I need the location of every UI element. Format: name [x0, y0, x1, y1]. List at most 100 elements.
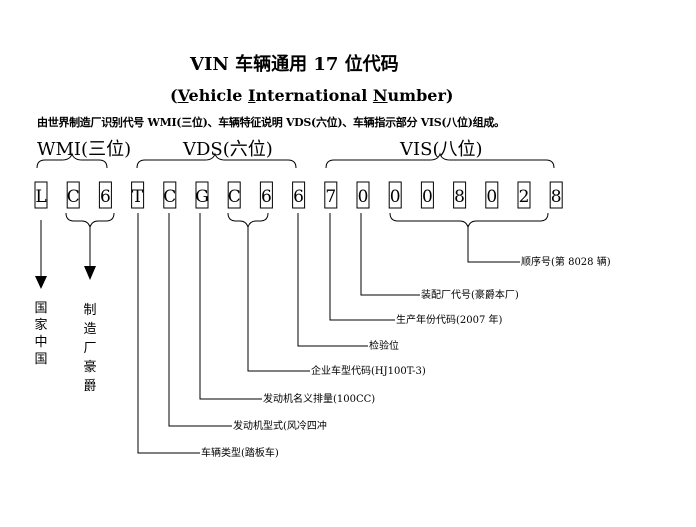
- vin-char-box: [292, 181, 306, 209]
- subtitle-word-vehicle: ehicle: [188, 86, 248, 105]
- callout-model-year: 生产年份代码(2007 年): [396, 313, 503, 326]
- vin-char-box: [227, 181, 241, 209]
- line-model-year: [329, 213, 395, 321]
- vin-char-9: 6: [292, 181, 306, 209]
- group-label-vis: VIS(八位): [400, 139, 483, 160]
- callout-model-code: 企业车型代码(HJ100T-3): [311, 364, 426, 377]
- vin-char-10: 7: [324, 181, 338, 209]
- vin-char-text: 0: [358, 187, 369, 207]
- description: 由世界制造厂识别代号 WMI(三位)、车辆特征说明 VDS(六位)、车辆指示部分…: [37, 116, 505, 129]
- line-check-digit: [297, 213, 368, 347]
- vin-char-7: C: [227, 181, 241, 209]
- subtitle-close-paren: ): [445, 86, 454, 105]
- subtitle-open-paren: (: [170, 86, 178, 105]
- vin-char-box: [34, 181, 48, 209]
- line-assembly-plant: [360, 213, 420, 296]
- vin-char-text: 6: [100, 187, 111, 207]
- callout-vehicle-type: 车辆类型(踏板车): [201, 446, 279, 459]
- vlabel-manufacturer-char: 豪: [83, 359, 96, 375]
- vlabel-country-char: 中: [34, 335, 47, 350]
- line-engine-type: [168, 213, 232, 427]
- vin-char-text: 0: [390, 187, 401, 207]
- arrowhead-country: [35, 276, 47, 289]
- vlabel-country-char: 国: [34, 352, 47, 367]
- vlabel-country-char: 家: [34, 317, 47, 333]
- vin-char-box: [66, 181, 80, 209]
- vin-char-text: 0: [422, 187, 433, 207]
- vin-char-3: 6: [98, 181, 112, 209]
- vin-char-12: 0: [388, 181, 402, 209]
- brace-vds: [136, 152, 297, 169]
- vin-char-text: T: [132, 187, 144, 207]
- group-label-vds: VDS(六位): [183, 139, 273, 160]
- vin-char-text: 8: [454, 187, 465, 207]
- callout-sequence: 顺序号(第 8028 辆): [521, 255, 611, 268]
- vin-char-text: L: [35, 187, 46, 207]
- vin-char-text: 8: [551, 187, 562, 207]
- vin-char-box: [356, 181, 370, 209]
- diagram-subtitle: (Vehicle International Number): [170, 86, 453, 105]
- vin-char-box: [420, 181, 434, 209]
- subtitle-initial-i: I: [248, 86, 256, 105]
- vin-char-box: [324, 181, 338, 209]
- vin-char-text: C: [163, 187, 176, 207]
- vin-char-5: C: [163, 181, 177, 209]
- brace-sequence: [389, 212, 549, 229]
- brace-wmi: [36, 152, 108, 169]
- vin-char-8: 6: [259, 181, 273, 209]
- callout-assembly-plant: 装配厂代号(豪爵本厂): [421, 288, 519, 301]
- vlabel-manufacturer-char: 制: [83, 303, 96, 318]
- vin-char-16: 2: [517, 181, 531, 209]
- subtitle-word-number: umber: [387, 86, 446, 105]
- line-vehicle-type: [137, 213, 200, 454]
- arrowhead-manufacturer: [84, 266, 96, 280]
- vin-char-13: 0: [420, 181, 434, 209]
- vin-char-text: 2: [519, 187, 530, 207]
- brace-model-code: [227, 212, 269, 229]
- vin-char-box: [195, 181, 209, 209]
- vin-char-box: [388, 181, 402, 209]
- vin-char-text: 6: [261, 187, 272, 207]
- vin-char-17: 8: [549, 181, 563, 209]
- vin-char-4: T: [131, 181, 145, 209]
- vin-char-text: 0: [486, 187, 497, 207]
- vin-char-box: [549, 181, 563, 209]
- vlabel-manufacturer-char: 造: [83, 322, 96, 337]
- callout-check-digit: 检验位: [369, 339, 399, 352]
- vin-char-text: G: [195, 187, 209, 207]
- vlabel-manufacturer-char: 厂: [83, 341, 96, 356]
- vlabel-manufacturer-char: 爵: [83, 379, 96, 394]
- brace-vis: [325, 152, 555, 169]
- vin-char-11: 0: [356, 181, 370, 209]
- vin-char-14: 8: [453, 181, 467, 209]
- diagram-title: VIN 车辆通用 17 位代码: [190, 54, 399, 75]
- vin-char-6: G: [195, 181, 209, 209]
- vin-char-15: 0: [485, 181, 499, 209]
- vin-char-text: 7: [325, 187, 336, 207]
- vin-char-box: [453, 181, 467, 209]
- vin-char-text: C: [228, 187, 241, 207]
- vin-char-box: [131, 181, 145, 209]
- vin-char-box: [259, 181, 273, 209]
- vin-char-text: 6: [293, 187, 304, 207]
- group-label-wmi: WMI(三位): [37, 139, 132, 160]
- callout-displacement: 发动机名义排量(100CC): [263, 392, 375, 405]
- vin-char-box: [485, 181, 499, 209]
- vin-char-box: [98, 181, 112, 209]
- line-sequence: [467, 227, 520, 263]
- subtitle-initial-n: N: [372, 86, 388, 105]
- subtitle-initial-v: V: [177, 86, 189, 105]
- vin-char-box: [517, 181, 531, 209]
- callout-engine-type: 发动机型式(风冷四冲: [233, 419, 327, 432]
- brace-manufacturer: [65, 212, 115, 229]
- vin-char-box: [163, 181, 177, 209]
- vin-char-text: C: [67, 187, 80, 207]
- vin-char-2: C: [66, 181, 80, 209]
- subtitle-word-international: nternational: [255, 86, 373, 105]
- vin-char-1: L: [34, 181, 48, 209]
